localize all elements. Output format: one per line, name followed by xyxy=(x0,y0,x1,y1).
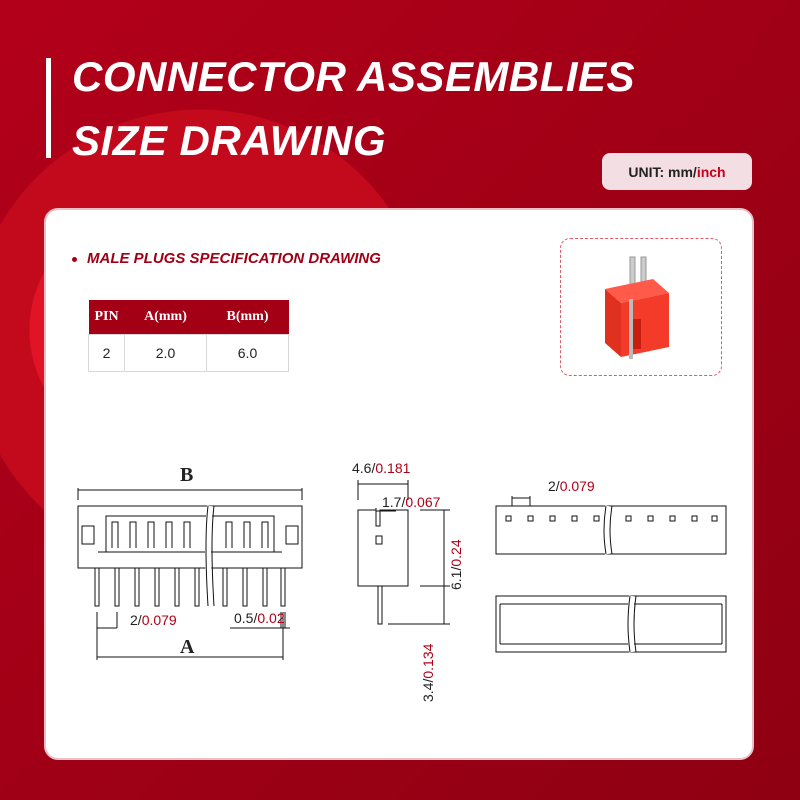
header-a: A(mm) xyxy=(124,300,207,335)
spec-table: PIN A(mm) B(mm) 2 2.0 6.0 xyxy=(88,300,289,372)
cell-a: 2.0 xyxy=(124,334,207,372)
unit-badge: UNIT: mm/inch xyxy=(602,153,752,190)
unit-prefix: UNIT: mm/ xyxy=(628,163,697,180)
page-title-line2: SIZE DRAWING xyxy=(72,117,387,164)
bullet-icon xyxy=(72,256,77,262)
connector-photo-image xyxy=(605,256,669,359)
table-row: 2 2.0 6.0 xyxy=(88,334,289,372)
dim-tail-mm: 3.4/ xyxy=(420,678,436,702)
dim-label-b: B xyxy=(180,464,194,486)
product-photo-frame xyxy=(560,238,722,376)
dim-width: 4.6/0.181 xyxy=(352,460,410,476)
dim-height: 6.1/0.24 xyxy=(448,539,464,590)
dim-pitch-in: 0.079 xyxy=(141,612,177,628)
dim-pin-in: 0.02 xyxy=(257,610,285,626)
header-b: B(mm) xyxy=(206,300,289,335)
top-view xyxy=(495,496,727,653)
dim-top-pitch-in: 0.079 xyxy=(559,478,595,494)
dim-pin: 0.5/0.02 xyxy=(234,610,285,626)
header-pin: PIN xyxy=(88,300,125,335)
section-title: MALE PLUGS SPECIFICATION DRAWING xyxy=(87,250,381,267)
dim-height-in: 0.24 xyxy=(448,539,464,567)
unit-inch: inch xyxy=(696,163,726,180)
title-accent-bar xyxy=(46,58,51,158)
dim-pitch: 2/0.079 xyxy=(130,612,177,628)
dim-top-pitch: 2/0.079 xyxy=(548,478,595,494)
dim-slot: 1.7/0.067 xyxy=(382,494,440,510)
dim-pitch-mm: 2/ xyxy=(130,612,142,628)
dim-top-pitch-mm: 2/ xyxy=(548,478,560,494)
dim-pin-mm: 0.5/ xyxy=(234,610,258,626)
dim-tail-in: 0.134 xyxy=(420,643,436,679)
front-view xyxy=(77,488,303,660)
dim-height-mm: 6.1/ xyxy=(448,566,464,590)
section-heading: MALE PLUGS SPECIFICATION DRAWING xyxy=(72,250,381,267)
dim-label-a: A xyxy=(180,636,195,658)
dim-tail: 3.4/0.134 xyxy=(420,644,436,702)
dim-slot-in: 0.067 xyxy=(405,494,441,510)
page-title-line1: CONNECTOR ASSEMBLIES xyxy=(72,53,636,100)
dim-slot-mm: 1.7/ xyxy=(382,494,406,510)
dim-width-in: 0.181 xyxy=(375,460,411,476)
cell-b: 6.0 xyxy=(206,334,289,372)
dim-width-mm: 4.6/ xyxy=(352,460,376,476)
side-view xyxy=(357,480,450,625)
